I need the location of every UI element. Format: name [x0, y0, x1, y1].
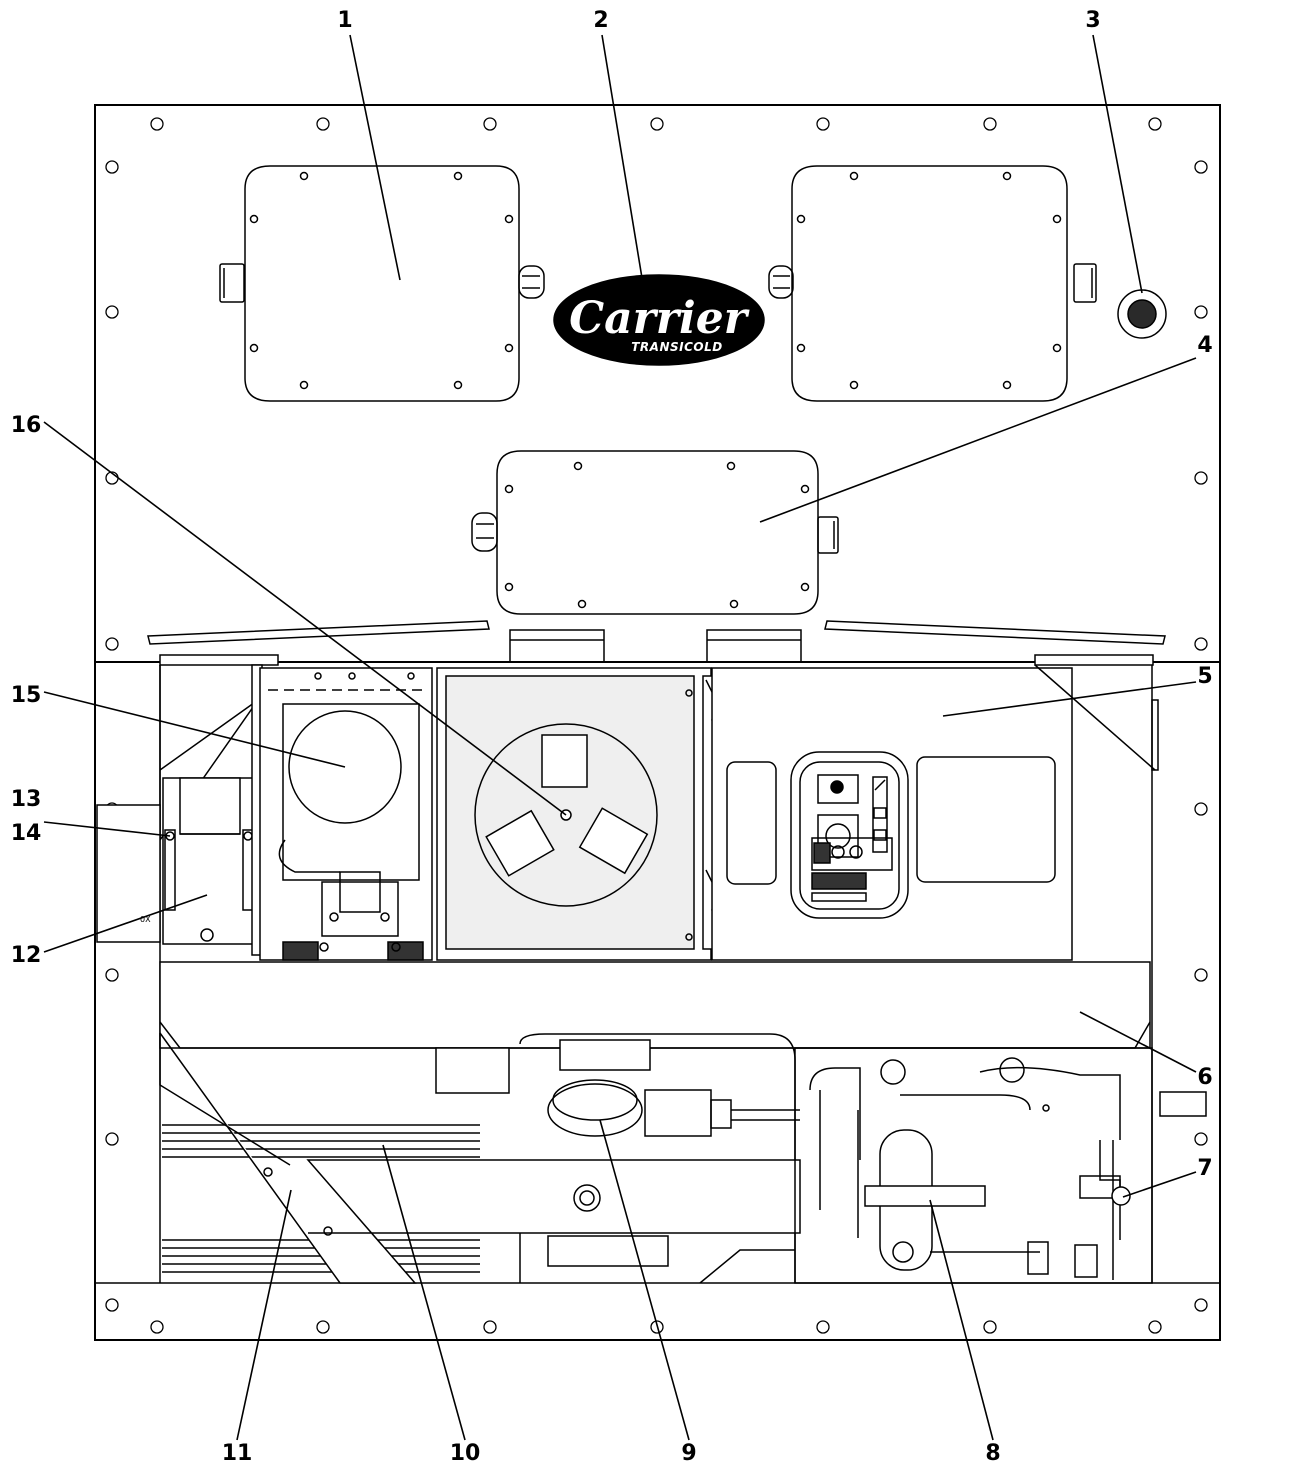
- callout-8: 8: [985, 1441, 1000, 1466]
- access-panel-left: [219, 165, 545, 402]
- callout-12: 12: [11, 943, 42, 968]
- upper-panel-bolt-holes: [105, 117, 1208, 651]
- support-bracket: [159, 1032, 801, 1284]
- left-control-box: 0X: [96, 664, 263, 956]
- access-panel-center: [471, 450, 839, 615]
- drip-rails: [147, 620, 1166, 663]
- fan-grille-panel: [436, 667, 719, 961]
- horizontal-shelf: [159, 961, 1151, 1049]
- svg-text:0X: 0X: [140, 915, 151, 924]
- logo-sub-text: TRANSICOLD: [631, 340, 722, 354]
- callout-2: 2: [593, 8, 608, 33]
- callout-15: 15: [11, 683, 42, 708]
- carrier-logo: Carrier TRANSICOLD: [553, 274, 765, 366]
- callout-3: 3: [1085, 8, 1100, 33]
- callout-9: 9: [681, 1441, 696, 1466]
- lower-frame-bolt-holes: [105, 802, 1208, 1334]
- callout-4: 4: [1197, 333, 1212, 358]
- callout-16: 16: [11, 413, 42, 438]
- callout-14: 14: [11, 821, 42, 846]
- callout-5: 5: [1197, 664, 1212, 689]
- motor-box: [259, 667, 433, 961]
- callout-1: 1: [337, 8, 352, 33]
- callout-11: 11: [222, 1441, 253, 1466]
- callout-6: 6: [1197, 1065, 1212, 1090]
- compressor: [519, 1033, 800, 1284]
- callout-7: 7: [1197, 1156, 1212, 1181]
- round-port: [1117, 289, 1167, 339]
- callout-10: 10: [450, 1441, 481, 1466]
- upper-panel: Carrier TRANSICOLD: [94, 104, 1221, 663]
- callout-13: 13: [11, 787, 42, 812]
- access-panel-right: [768, 165, 1097, 402]
- leader-lines: [43, 34, 1197, 1441]
- control-box: [711, 664, 1159, 961]
- callout-labels: 1 2 3 4 5 6 7 8 9 10 11 12 13 14 15 16: [11, 8, 1213, 1466]
- logo-brand-text: Carrier: [569, 293, 750, 344]
- piping-and-receiver: [794, 1047, 1207, 1284]
